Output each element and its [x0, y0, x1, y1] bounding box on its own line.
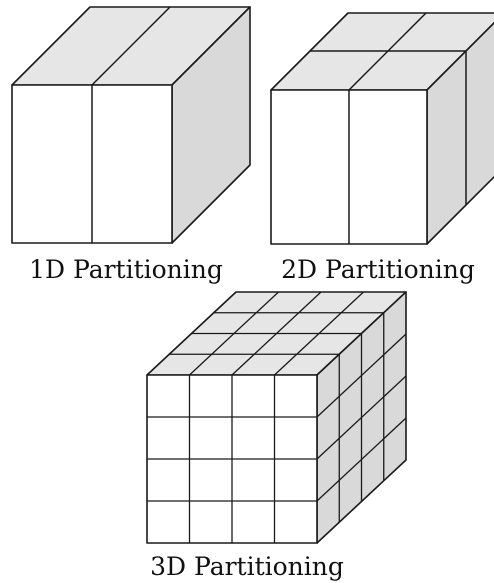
cube-2d: 2D Partitioning	[270, 12, 494, 284]
caption-3d: 3D Partitioning	[150, 552, 344, 581]
caption-1d: 1D Partitioning	[29, 255, 223, 284]
caption-2d: 2D Partitioning	[281, 255, 475, 284]
cube-3d: 3D Partitioning	[146, 291, 407, 581]
cube-3d-grid-lines	[147, 291, 407, 543]
cube-1d-top-divider	[91, 6, 171, 86]
cube-1d: 1D Partitioning	[11, 6, 251, 284]
